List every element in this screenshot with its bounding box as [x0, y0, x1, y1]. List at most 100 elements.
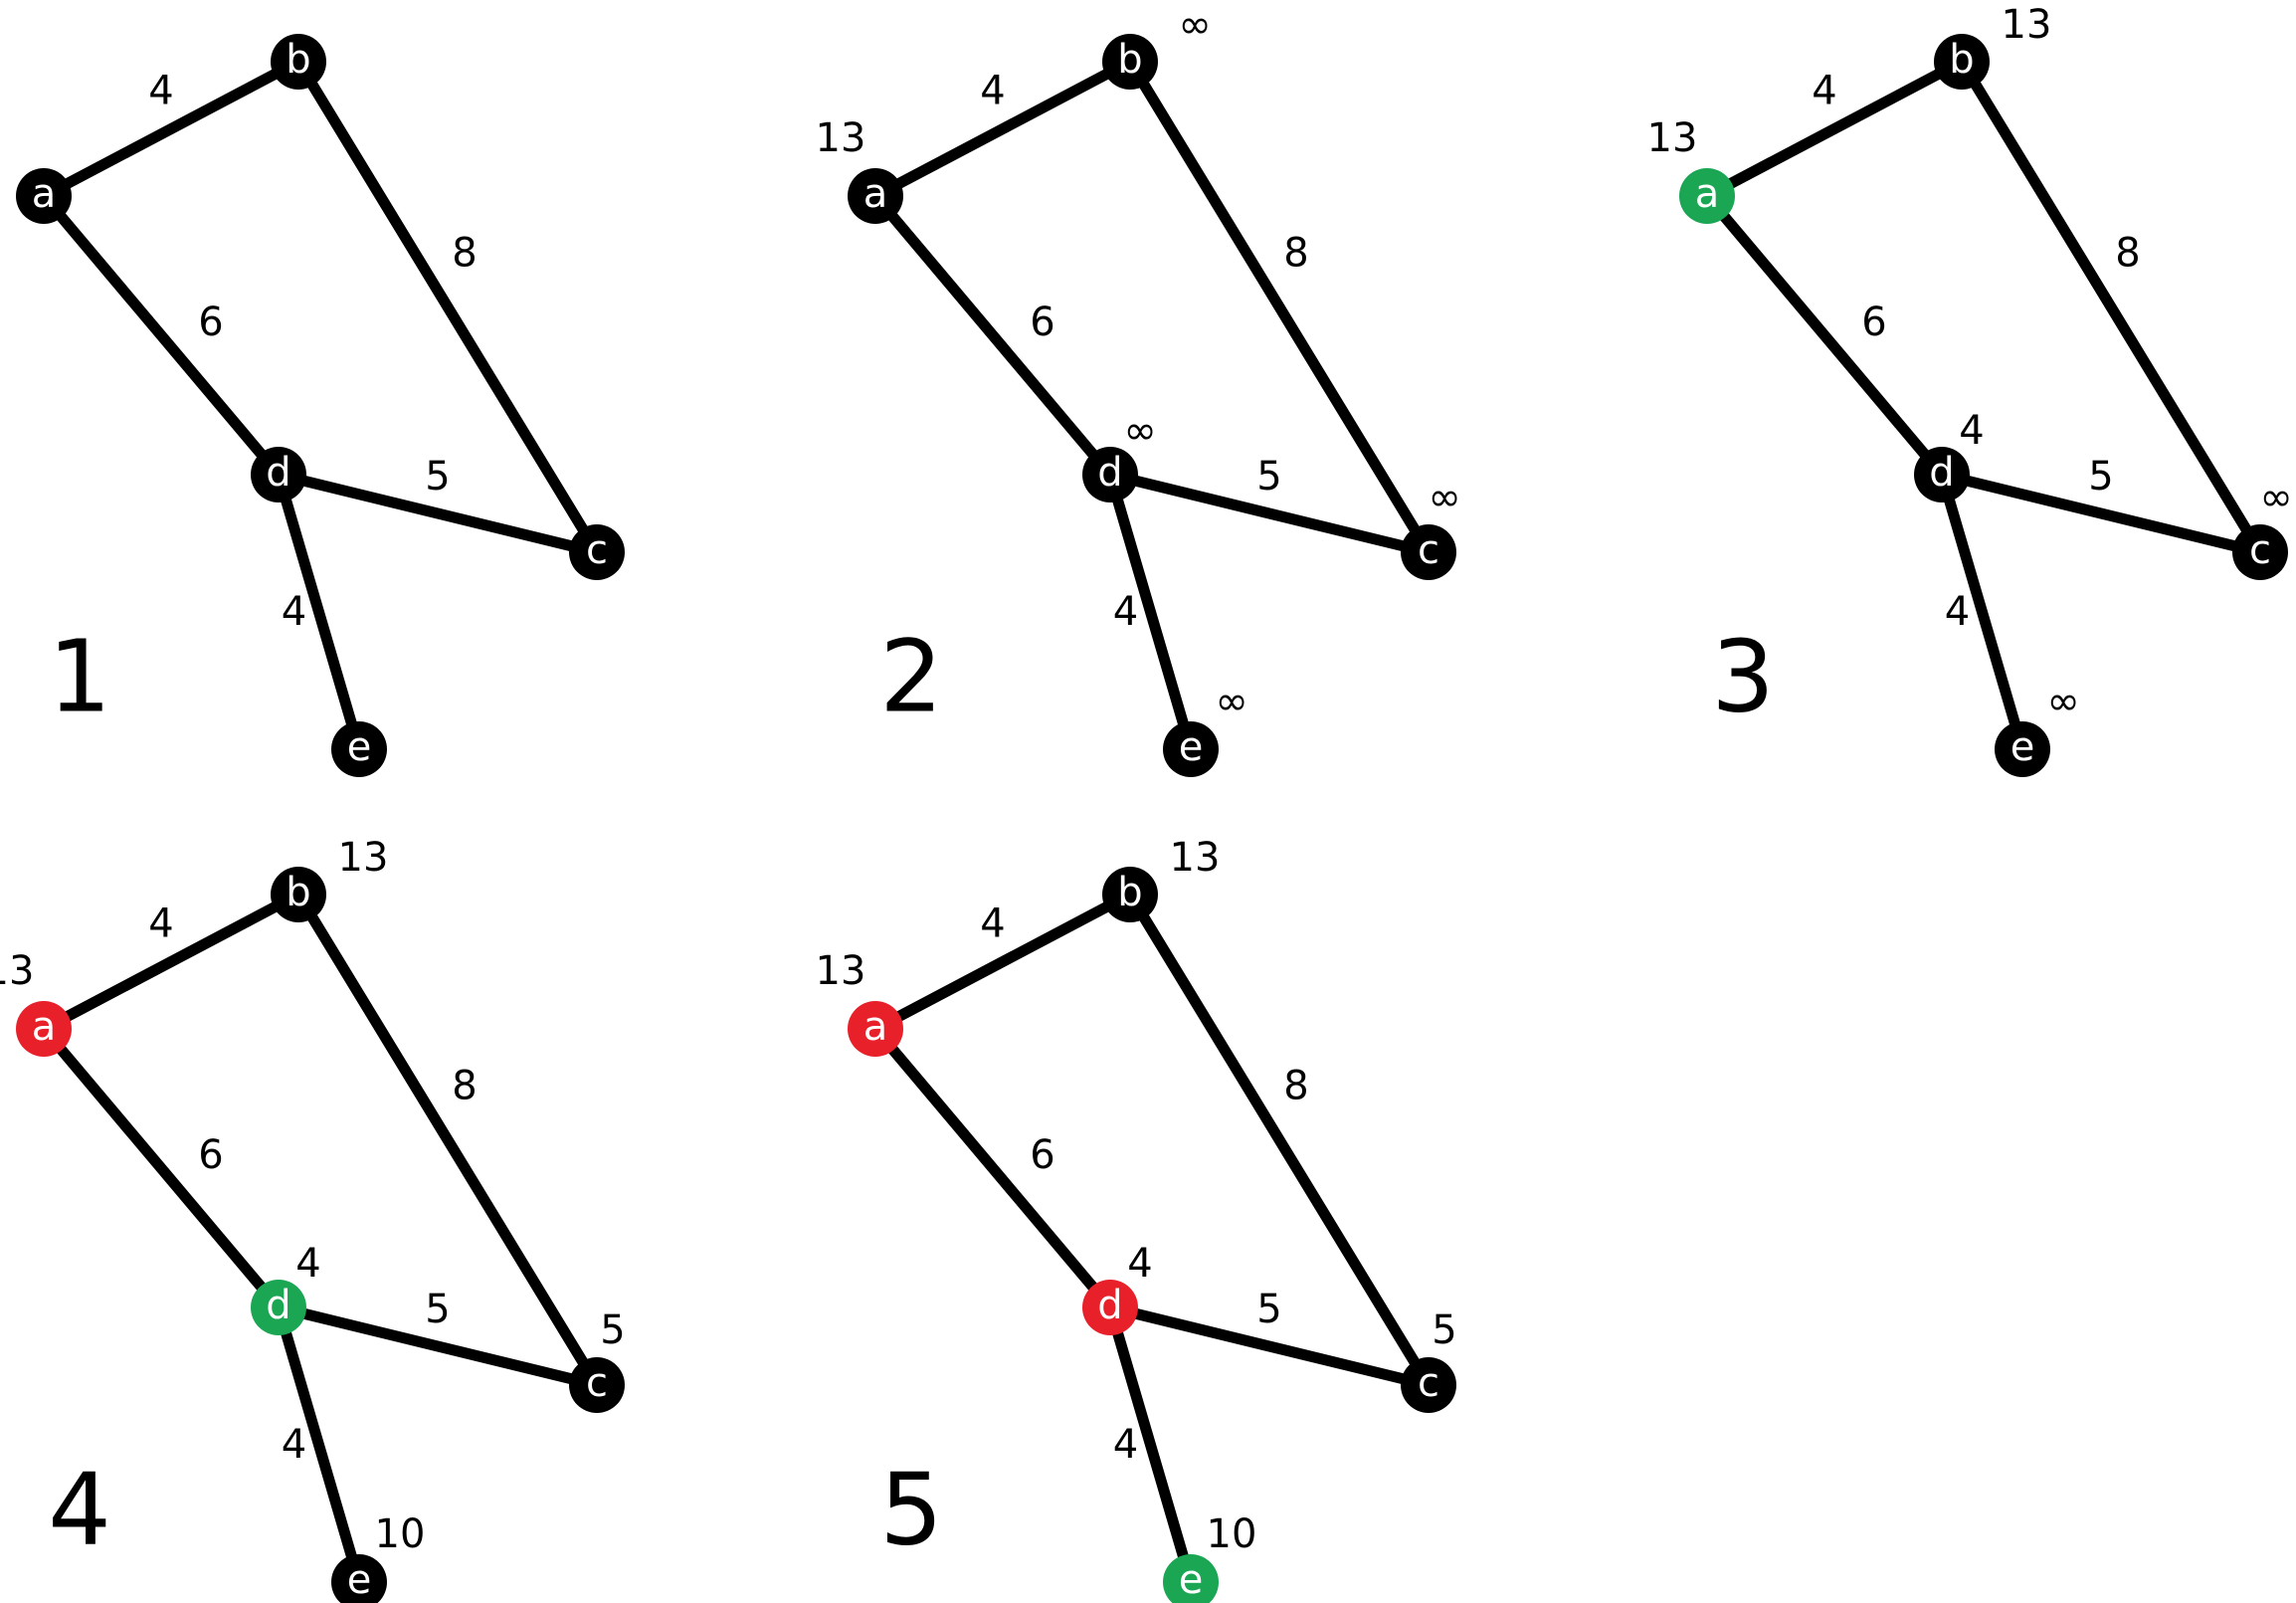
node-label-a: a [863, 171, 888, 217]
edge-weight-d-c: 5 [1256, 454, 1281, 500]
node-label-b: b [1117, 37, 1142, 83]
node-label-d: d [1097, 450, 1122, 496]
node-label-b: b [1117, 870, 1142, 915]
distance-label-b: ∞ [1178, 2, 1211, 48]
node-c [1401, 524, 1456, 580]
node-b [1102, 34, 1158, 90]
edge-weight-d-e: 4 [282, 589, 306, 635]
distance-label-a: 13 [1647, 115, 1698, 161]
edge-b-c [1124, 889, 1435, 1391]
distance-label-d: ∞ [1123, 408, 1156, 454]
edge-d-c [273, 1302, 603, 1391]
distance-label-c: 5 [600, 1307, 625, 1353]
node-e [331, 1554, 387, 1603]
distance-label-a: 13 [816, 115, 866, 161]
edge-weight-d-c: 5 [2088, 454, 2113, 500]
distance-label-e: ∞ [2046, 679, 2079, 724]
node-label-c: c [1418, 527, 1439, 573]
edge-weight-a-d: 6 [198, 1132, 223, 1178]
edge-a-b [38, 889, 304, 1035]
node-label-b: b [1949, 37, 1974, 83]
edge-d-e [1104, 1302, 1197, 1588]
node-c [2232, 524, 2288, 580]
distance-label-a: 13 [816, 948, 866, 994]
node-a [848, 168, 903, 224]
distance-label-d: 4 [1959, 408, 1984, 454]
node-label-a: a [32, 171, 57, 217]
node-e [1163, 1554, 1219, 1603]
distance-label-b: 13 [2002, 2, 2052, 48]
edge-b-c [1124, 56, 1435, 558]
edge-weight-a-b: 4 [980, 69, 1005, 114]
edge-a-d [38, 1023, 285, 1313]
node-label-b: b [286, 37, 310, 83]
node-label-c: c [1418, 1360, 1439, 1406]
node-c [1401, 1357, 1456, 1413]
edge-weight-a-b: 4 [1812, 69, 1836, 114]
distance-label-e: 10 [375, 1511, 426, 1557]
edge-d-e [273, 1302, 365, 1588]
edge-weight-d-e: 4 [1945, 589, 1970, 635]
node-label-e: e [2010, 724, 2035, 770]
distance-label-b: 13 [338, 835, 389, 881]
edge-a-d [869, 1023, 1116, 1313]
node-c [569, 1357, 625, 1413]
edge-a-d [869, 190, 1116, 481]
distance-label-b: 13 [1170, 835, 1221, 881]
edge-d-e [1104, 469, 1197, 755]
step-number: 1 [48, 619, 111, 735]
edge-weight-a-d: 6 [1030, 300, 1054, 345]
node-label-d: d [266, 450, 290, 496]
node-label-e: e [347, 1557, 372, 1603]
edge-b-c [292, 56, 603, 558]
edge-weight-b-c: 8 [452, 231, 477, 277]
distance-label-d: 4 [295, 1241, 320, 1287]
edge-weight-d-c: 5 [425, 454, 450, 500]
edge-a-d [1701, 190, 1948, 481]
step-number: 3 [1711, 619, 1775, 735]
edge-a-b [38, 56, 304, 202]
edge-weight-a-d: 6 [198, 300, 223, 345]
node-label-b: b [286, 870, 310, 915]
node-e [331, 721, 387, 777]
edge-weight-d-c: 5 [1256, 1287, 1281, 1332]
node-d [1914, 447, 1970, 502]
edge-a-b [1701, 56, 1968, 202]
edge-weight-a-d: 6 [1861, 300, 1886, 345]
node-a [1679, 168, 1735, 224]
edge-weight-d-e: 4 [1113, 589, 1138, 635]
node-d [251, 447, 306, 502]
node-label-c: c [586, 1360, 608, 1406]
distance-label-e: 10 [1207, 1511, 1257, 1557]
edge-weight-d-c: 5 [425, 1287, 450, 1332]
edge-weight-a-b: 4 [148, 902, 173, 947]
edge-weight-b-c: 8 [452, 1064, 477, 1109]
node-label-a: a [1695, 171, 1720, 217]
edge-b-c [292, 889, 603, 1391]
step-number: 2 [879, 619, 943, 735]
node-b [271, 867, 326, 922]
edge-d-e [273, 469, 365, 755]
node-label-a: a [32, 1004, 57, 1050]
edge-d-c [1104, 469, 1435, 558]
edge-weight-a-d: 6 [1030, 1132, 1054, 1178]
node-d [1082, 447, 1138, 502]
node-label-d: d [1929, 450, 1954, 496]
distance-label-d: 4 [1127, 1241, 1152, 1287]
step-number: 4 [48, 1452, 111, 1568]
edge-weight-d-e: 4 [1113, 1422, 1138, 1468]
edge-weight-b-c: 8 [1283, 231, 1308, 277]
edge-b-c [1956, 56, 2266, 558]
node-d [251, 1280, 306, 1335]
node-label-d: d [1097, 1283, 1122, 1328]
edge-weight-a-b: 4 [980, 902, 1005, 947]
node-label-e: e [347, 724, 372, 770]
edge-a-b [869, 889, 1136, 1035]
node-d [1082, 1280, 1138, 1335]
panel-step-4: 46854abcde131354104 [0, 835, 626, 1603]
